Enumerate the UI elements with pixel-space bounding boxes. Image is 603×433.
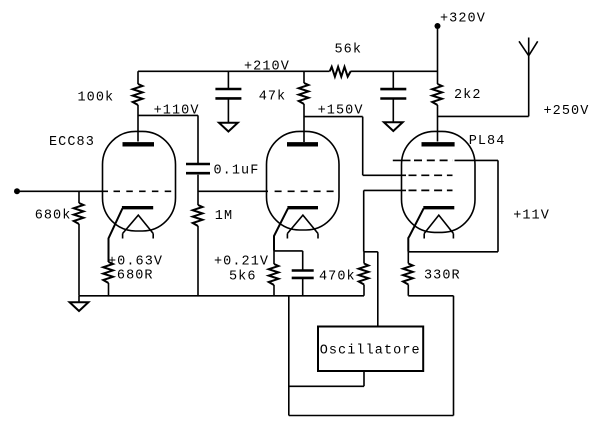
svg-text:Oscillatore: Oscillatore xyxy=(320,343,421,358)
svg-text:2k2: 2k2 xyxy=(454,88,482,103)
svg-text:ECC83: ECC83 xyxy=(49,135,95,150)
svg-text:680k: 680k xyxy=(35,209,72,224)
svg-text:100k: 100k xyxy=(78,90,115,105)
svg-text:680R: 680R xyxy=(117,269,154,284)
svg-text:+0.21V: +0.21V xyxy=(214,254,269,269)
svg-text:56k: 56k xyxy=(335,43,363,58)
svg-text:+320V: +320V xyxy=(440,12,486,27)
svg-text:+250V: +250V xyxy=(544,104,590,119)
svg-text:+210V: +210V xyxy=(244,60,290,75)
svg-text:+110V: +110V xyxy=(154,103,200,118)
svg-text:0.1uF: 0.1uF xyxy=(214,164,260,179)
svg-text:47k: 47k xyxy=(259,90,287,105)
svg-text:PL84: PL84 xyxy=(469,134,506,149)
svg-text:5k6: 5k6 xyxy=(229,269,257,284)
svg-text:1M: 1M xyxy=(215,209,233,224)
svg-text:+11V: +11V xyxy=(513,208,550,223)
svg-text:+0.63V: +0.63V xyxy=(108,254,163,269)
svg-text:330R: 330R xyxy=(424,269,461,284)
svg-text:470k: 470k xyxy=(319,269,356,284)
svg-text:+150V: +150V xyxy=(318,104,364,119)
